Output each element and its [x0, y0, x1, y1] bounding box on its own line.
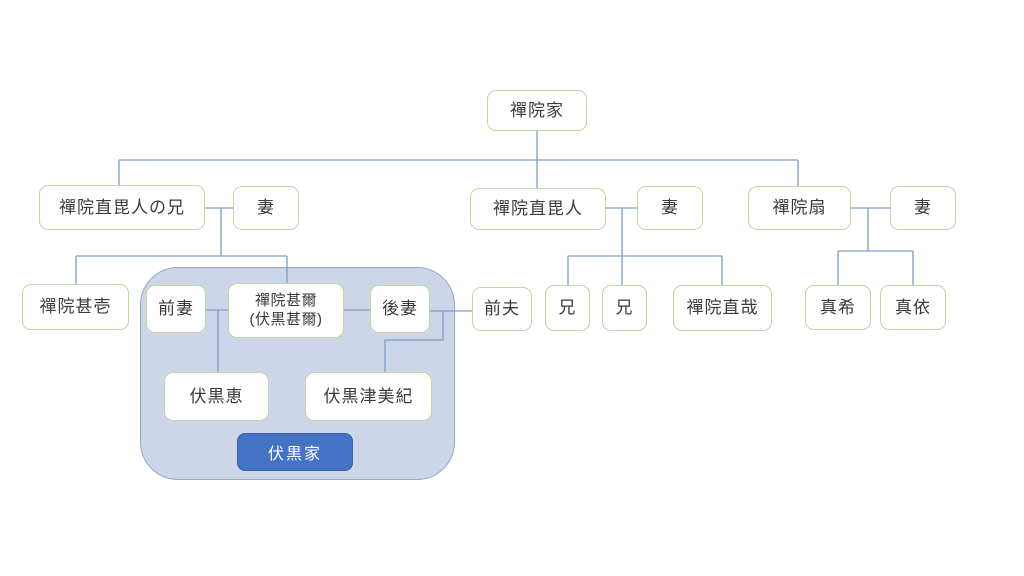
node-toji: 禪院甚爾 (伏黒甚爾) [228, 283, 344, 338]
node-mai: 真依 [880, 285, 946, 330]
node-zenin-family: 禪院家 [487, 90, 587, 131]
node-brother-2: 兄 [602, 285, 647, 331]
node-wife-of-ogi: 妻 [890, 186, 956, 230]
node-wife-of-naobito: 妻 [637, 186, 703, 230]
node-toji-name: 禪院甚爾 [254, 291, 317, 309]
node-first-wife: 前妻 [146, 285, 206, 333]
node-former-husband: 前夫 [472, 287, 532, 331]
node-ogi: 禪院扇 [748, 186, 851, 230]
node-wife-of-naobito-brother: 妻 [233, 186, 299, 230]
node-naobito: 禪院直毘人 [470, 188, 606, 230]
node-toji-alias: (伏黒甚爾) [249, 310, 323, 328]
node-jinichi: 禪院甚壱 [22, 284, 129, 330]
node-second-wife: 後妻 [370, 285, 430, 333]
node-naobito-brother: 禪院直毘人の兄 [39, 185, 205, 230]
node-maki: 真希 [805, 285, 871, 330]
node-tsumiki: 伏黒津美紀 [305, 372, 432, 421]
label-fushiguro-family: 伏黒家 [237, 433, 353, 471]
node-brother-1: 兄 [545, 285, 590, 331]
node-naoya: 禪院直哉 [673, 285, 772, 331]
node-megumi: 伏黒恵 [164, 372, 269, 421]
